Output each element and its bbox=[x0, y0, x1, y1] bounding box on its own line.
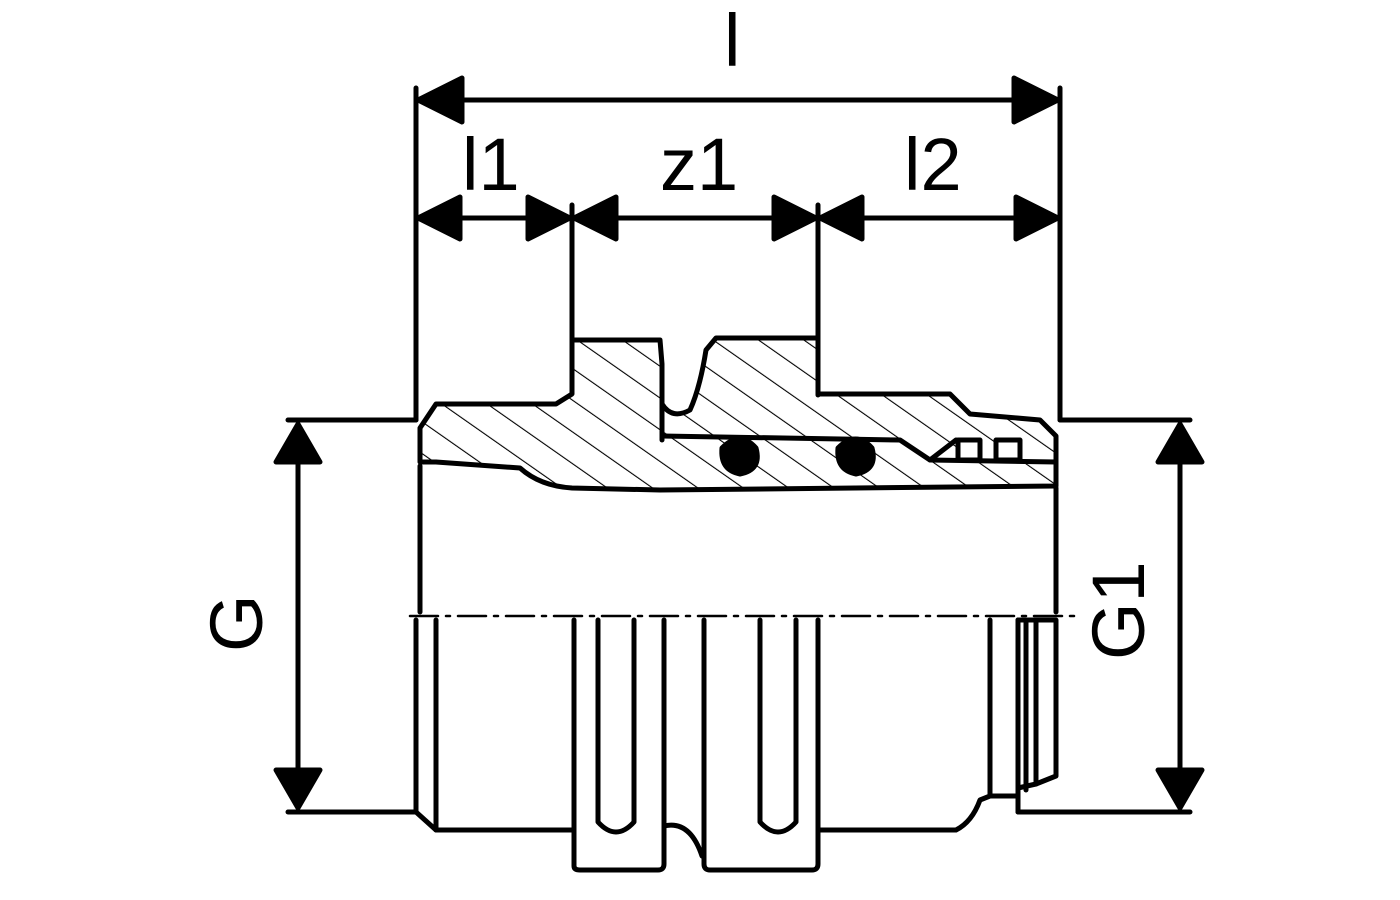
lower-exterior-view bbox=[413, 617, 1059, 873]
label-g1: G1 bbox=[1077, 561, 1160, 660]
bore-edges bbox=[417, 463, 1059, 615]
extension-lines bbox=[285, 85, 1193, 815]
dimension-z1 bbox=[571, 194, 819, 242]
dimension-l bbox=[415, 75, 1061, 125]
upper-section-body bbox=[417, 335, 1059, 493]
label-l: l bbox=[724, 0, 740, 82]
label-g: G bbox=[195, 594, 278, 652]
clamp-ring bbox=[927, 437, 1023, 463]
o-rings bbox=[719, 436, 876, 477]
dimension-g1 bbox=[1155, 421, 1205, 811]
label-l2: l2 bbox=[904, 123, 962, 206]
label-l1: l1 bbox=[462, 123, 520, 206]
label-z1: z1 bbox=[660, 123, 738, 206]
dimension-g bbox=[273, 421, 323, 811]
dimension-l2 bbox=[817, 194, 1061, 242]
dimension-l1 bbox=[415, 194, 573, 242]
